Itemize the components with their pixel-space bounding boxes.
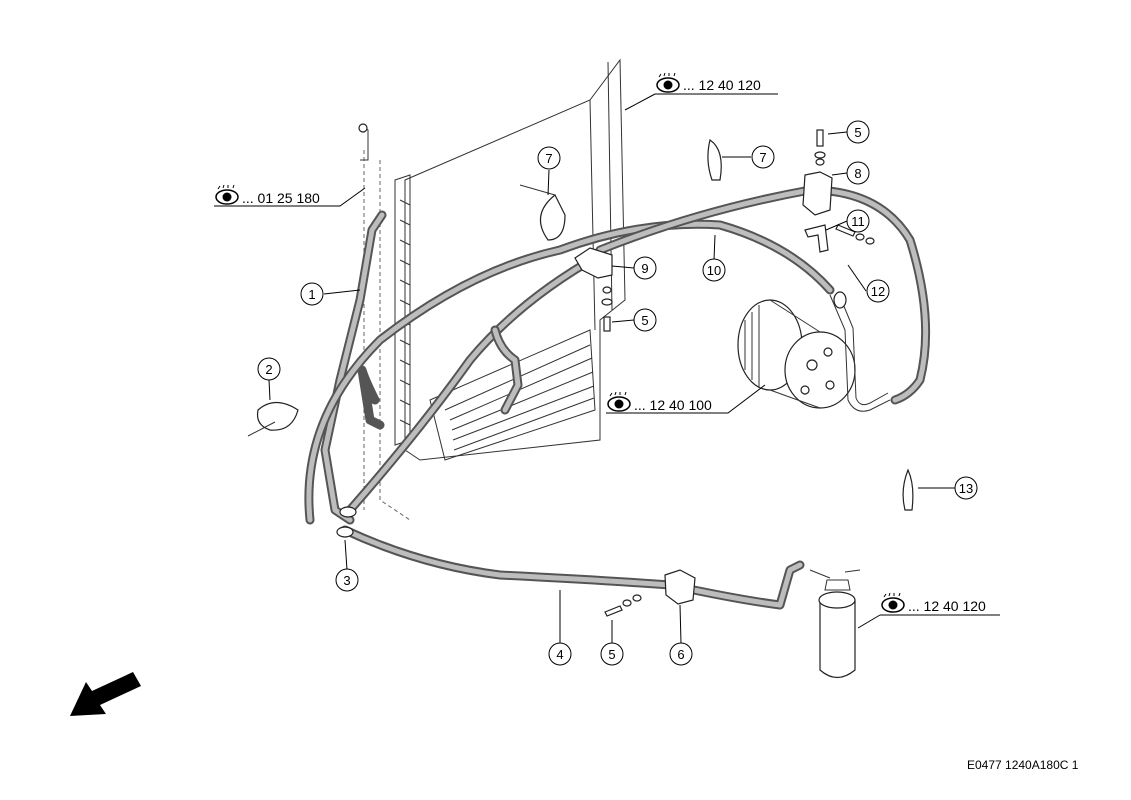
callout-5-top: 5 — [846, 120, 870, 144]
arrow-down-left-icon — [70, 672, 141, 716]
callout-8: 8 — [846, 161, 870, 185]
compressor — [737, 299, 856, 409]
condenser-assembly — [358, 58, 626, 521]
svg-text:13: 13 — [959, 481, 973, 496]
callout-1: 1 — [300, 282, 324, 306]
callout-2: 2 — [257, 357, 281, 381]
callouts: 1 2 3 4 5 5 5 5 6 7 7 8 9 10 11 12 13 — [257, 120, 978, 666]
reference-left: ... 01 25 180 — [215, 184, 320, 206]
callout-7-right: 7 — [751, 145, 775, 169]
svg-text:... 12 40 100: ... 12 40 100 — [634, 397, 712, 413]
loose-parts — [247, 129, 914, 617]
leader-lines — [214, 93, 1000, 644]
reference-top: ... 12 40 120 — [656, 72, 761, 93]
svg-text:2: 2 — [265, 362, 272, 377]
hose-10 — [304, 185, 931, 525]
callout-4: 4 — [548, 642, 572, 666]
svg-text:1: 1 — [308, 287, 315, 302]
eye-icon — [215, 184, 239, 205]
callout-12: 12 — [866, 279, 890, 303]
svg-text:5: 5 — [608, 647, 615, 662]
callout-10: 10 — [702, 258, 726, 282]
svg-text:7: 7 — [545, 151, 552, 166]
svg-text:7: 7 — [759, 150, 766, 165]
svg-text:11: 11 — [851, 214, 865, 229]
callout-5-bottom: 5 — [600, 642, 624, 666]
eye-icon — [656, 72, 680, 93]
callout-11: 11 — [846, 209, 870, 233]
receiver-drier — [809, 569, 861, 679]
svg-text:6: 6 — [677, 647, 684, 662]
eye-icon — [881, 592, 905, 613]
hose-4 — [340, 525, 805, 610]
drawing-code: E0477 1240A180C 1 — [967, 758, 1079, 772]
clamps — [336, 171, 847, 605]
eye-icon — [607, 391, 631, 412]
callout-5-mid: 5 — [633, 308, 657, 332]
callout-3: 3 — [335, 568, 359, 592]
svg-text:... 12 40 120: ... 12 40 120 — [683, 77, 761, 93]
svg-text:... 01 25 180: ... 01 25 180 — [242, 190, 320, 206]
svg-text:9: 9 — [641, 261, 648, 276]
callout-7-left: 7 — [537, 146, 561, 170]
svg-text:8: 8 — [854, 166, 861, 181]
svg-text:... 12 40 120: ... 12 40 120 — [908, 598, 986, 614]
callout-6: 6 — [669, 642, 693, 666]
svg-text:4: 4 — [556, 647, 563, 662]
callout-9: 9 — [633, 256, 657, 280]
svg-text:5: 5 — [641, 313, 648, 328]
svg-text:10: 10 — [707, 263, 721, 278]
hose-1 — [320, 210, 387, 525]
svg-text:5: 5 — [854, 125, 861, 140]
reference-compressor: ... 12 40 100 — [607, 391, 712, 413]
svg-text:12: 12 — [871, 284, 885, 299]
reference-bottom: ... 12 40 120 — [881, 592, 986, 614]
callout-13: 13 — [954, 476, 978, 500]
svg-text:3: 3 — [343, 573, 350, 588]
